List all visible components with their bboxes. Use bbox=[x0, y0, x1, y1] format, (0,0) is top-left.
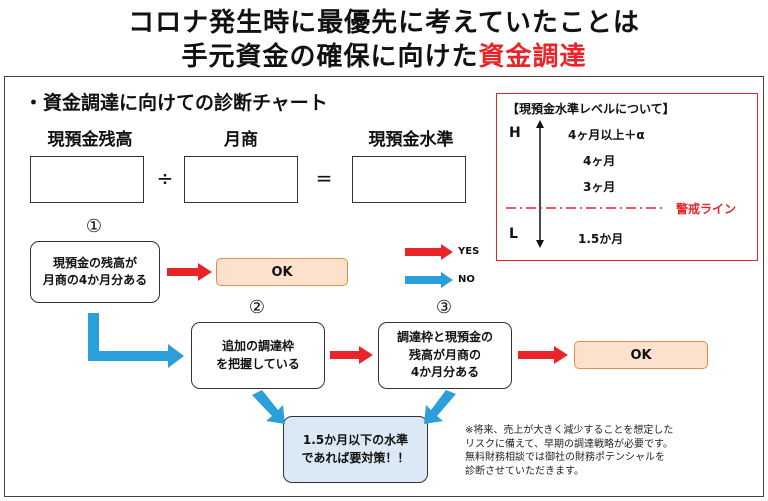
monthly-sales-box bbox=[184, 156, 298, 203]
level-3m: 3ヶ月 bbox=[583, 180, 616, 194]
equals-sign: = bbox=[315, 166, 333, 190]
result-node: 1.5か月以下の水準 であれば要対策！！ bbox=[283, 416, 428, 483]
ok-box-1: OK bbox=[216, 258, 348, 286]
no-arrow-legend bbox=[405, 272, 453, 288]
footnote: ※将来、売上が大きく減少することを想定した リスクに備えて、早期の調達戦略が必要… bbox=[465, 425, 674, 477]
level-high-marker: H bbox=[509, 125, 521, 141]
warning-line bbox=[506, 207, 666, 209]
level-legend-title: 【現預金水準レベルについて】 bbox=[507, 102, 675, 116]
level-scale-arrow bbox=[536, 120, 544, 248]
yes-arrow-legend bbox=[405, 244, 453, 260]
title-line-2: 手元資金の確保に向けた資金調達 bbox=[0, 36, 768, 73]
cash-level-box bbox=[352, 156, 466, 203]
question-1-node: 現預金の残高が 月商の4か月分ある bbox=[30, 241, 160, 303]
question-2-node: 追加の調達枠 を把握している bbox=[191, 322, 325, 389]
title-line-1: コロナ発生時に最優先に考えていたことは bbox=[128, 8, 640, 38]
label-cash-balance: 現預金残高 bbox=[47, 130, 133, 150]
title-highlight: 資金調達 bbox=[478, 42, 587, 72]
level-4m: 4ヶ月 bbox=[583, 154, 616, 168]
step-marker-2: ② bbox=[248, 297, 266, 318]
level-4m-plus: 4ヶ月以上＋α bbox=[568, 128, 645, 142]
level-low-marker: L bbox=[509, 226, 518, 242]
label-monthly-sales: 月商 bbox=[224, 130, 258, 150]
yes-legend-label: YES bbox=[458, 246, 480, 257]
question-3-node: 調達枠と現預金の 残高が月商の 4か月分ある bbox=[378, 322, 512, 389]
level-1-5m: 1.5か月 bbox=[578, 232, 624, 246]
chart-frame bbox=[4, 76, 764, 497]
no-legend-label: NO bbox=[458, 274, 475, 285]
step-marker-3: ③ bbox=[435, 297, 453, 318]
cash-balance-box bbox=[30, 156, 144, 203]
divide-sign: ÷ bbox=[156, 166, 174, 190]
chart-heading: ・資金調達に向けての診断チャート bbox=[24, 92, 328, 114]
label-cash-level: 現預金水準 bbox=[368, 130, 454, 150]
title-prefix: 手元資金の確保に向けた bbox=[181, 42, 479, 72]
warning-line-label: 警戒ライン bbox=[676, 202, 737, 216]
step-marker-1: ① bbox=[85, 216, 103, 237]
ok-box-2: OK bbox=[574, 341, 708, 369]
